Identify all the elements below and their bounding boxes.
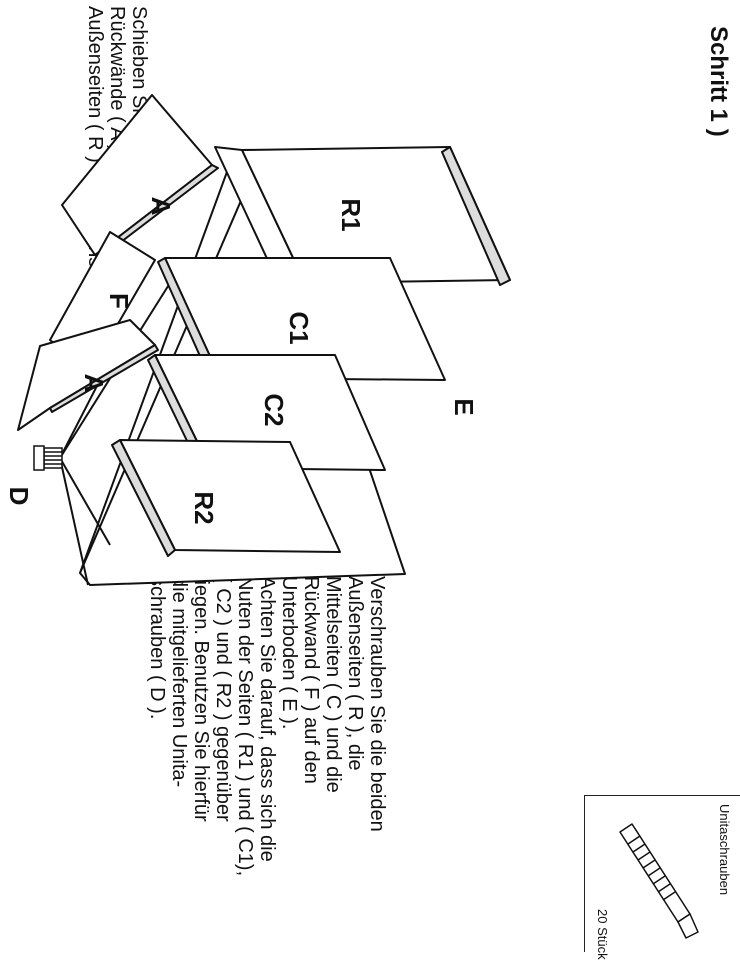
side-panel-r2-edge [111, 439, 176, 557]
label-c1: C1 [284, 311, 314, 344]
label-r1: R1 [336, 198, 366, 231]
label-f: F [104, 293, 134, 309]
guide-line [59, 457, 89, 586]
guide-line [59, 457, 111, 546]
label-r2: R2 [189, 491, 219, 524]
screw-box: Unitaschrauben 20 Stück [584, 795, 740, 960]
unita-screw-icon [619, 823, 699, 939]
guide-line [59, 379, 101, 459]
screw-d [33, 445, 63, 471]
back-panel-a-bottom-edge [49, 344, 159, 413]
label-a-bottom: A [79, 374, 109, 393]
label-c2: C2 [259, 393, 289, 426]
label-e: E [449, 398, 479, 415]
screw-box-title: Unitaschrauben [717, 804, 732, 896]
side-panel-r1-top [441, 146, 511, 286]
label-a-top: A [146, 197, 176, 216]
screw-box-quantity: 20 Stück [595, 909, 610, 960]
label-d: D [4, 487, 34, 506]
